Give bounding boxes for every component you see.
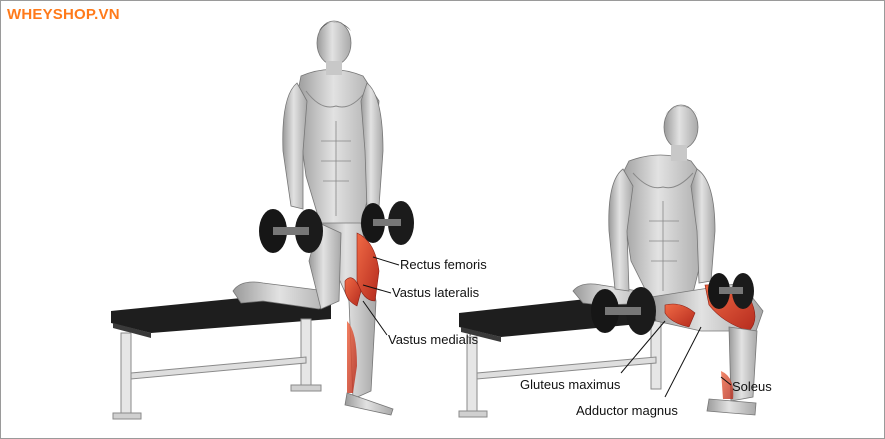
right-dumbbell-1 (591, 287, 656, 335)
label-gluteus-maximus: Gluteus maximus (520, 377, 621, 392)
brand-logo: WHEYSHOP.VN (7, 6, 120, 23)
right-figure (572, 104, 764, 416)
left-pointer-lines (362, 256, 400, 336)
right-dumbbell-2 (708, 273, 754, 309)
left-dumbbell-1 (259, 209, 323, 253)
label-vastus-lateralis: Vastus lateralis (392, 285, 480, 300)
label-rectus-femoris: Rectus femoris (400, 257, 487, 272)
label-adductor-magnus: Adductor magnus (576, 403, 678, 418)
label-soleus: Soleus (732, 379, 772, 394)
label-vastus-medialis: Vastus medialis (388, 332, 479, 347)
left-bench (111, 293, 331, 420)
left-figure (232, 20, 414, 416)
left-dumbbell-2 (361, 201, 414, 245)
right-pointer-lines (620, 320, 732, 398)
